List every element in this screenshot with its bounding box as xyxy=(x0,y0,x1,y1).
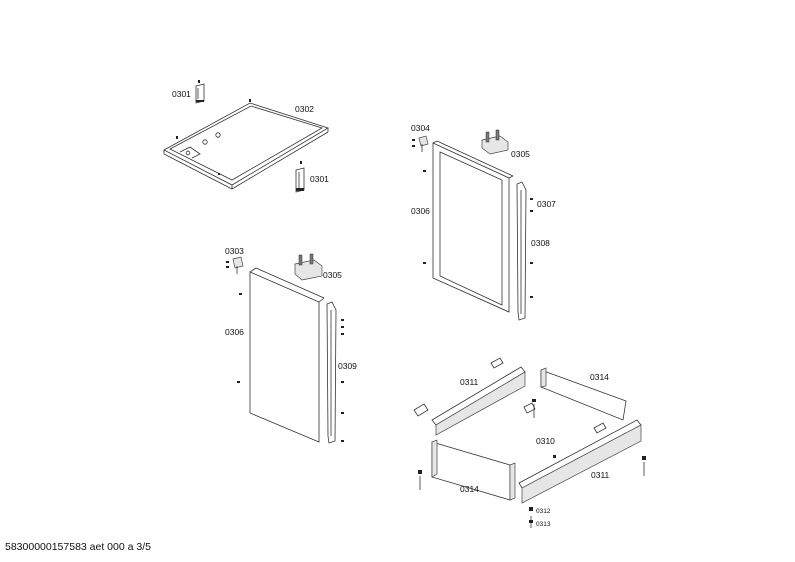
label-0303: 0303 xyxy=(225,246,244,256)
part-bracket-0303 xyxy=(226,256,244,274)
label-0305-right: 0305 xyxy=(511,149,530,159)
label-0309: 0309 xyxy=(338,361,357,371)
label-0306-left: 0306 xyxy=(225,327,244,337)
part-top-plate xyxy=(163,99,329,190)
part-rail-0314-front xyxy=(431,439,516,501)
part-strip-0308 xyxy=(516,181,527,321)
label-0307: 0307 xyxy=(537,199,556,209)
document-id-footer: 58300000157583 aet 000 a 3/5 xyxy=(5,541,151,553)
label-0305-left: 0305 xyxy=(323,270,342,280)
part-screw-0310 xyxy=(532,399,556,458)
label-0311-front: 0311 xyxy=(591,470,610,480)
label-0304: 0304 xyxy=(411,123,430,133)
part-clip-0301-upper xyxy=(195,80,205,104)
part-screws-0307 xyxy=(530,198,533,298)
label-0314-front: 0314 xyxy=(460,484,479,494)
label-0310: 0310 xyxy=(536,436,555,446)
label-0314-back: 0314 xyxy=(590,372,609,382)
part-feet xyxy=(418,456,646,528)
label-0312: 0312 xyxy=(536,508,551,515)
label-0302: 0302 xyxy=(295,104,314,114)
part-strip-0309 xyxy=(326,301,344,444)
label-0306-right: 0306 xyxy=(411,206,430,216)
part-hinge-0305-left xyxy=(294,253,323,281)
label-0311-back: 0311 xyxy=(460,377,479,387)
part-rail-0311-back xyxy=(413,357,526,436)
part-hinge-0305-right xyxy=(481,129,509,155)
part-door-frame-right xyxy=(423,140,514,313)
part-bracket-0304 xyxy=(412,135,429,152)
label-0313: 0313 xyxy=(536,521,551,528)
part-door-panel-left xyxy=(237,267,325,443)
part-rail-0311-front xyxy=(518,419,642,504)
label-0308: 0308 xyxy=(531,238,550,248)
part-rail-0314-back xyxy=(523,367,627,434)
part-clip-0301-lower xyxy=(295,161,305,193)
label-0301-lower: 0301 xyxy=(310,174,329,184)
label-0301-upper: 0301 xyxy=(172,89,191,99)
